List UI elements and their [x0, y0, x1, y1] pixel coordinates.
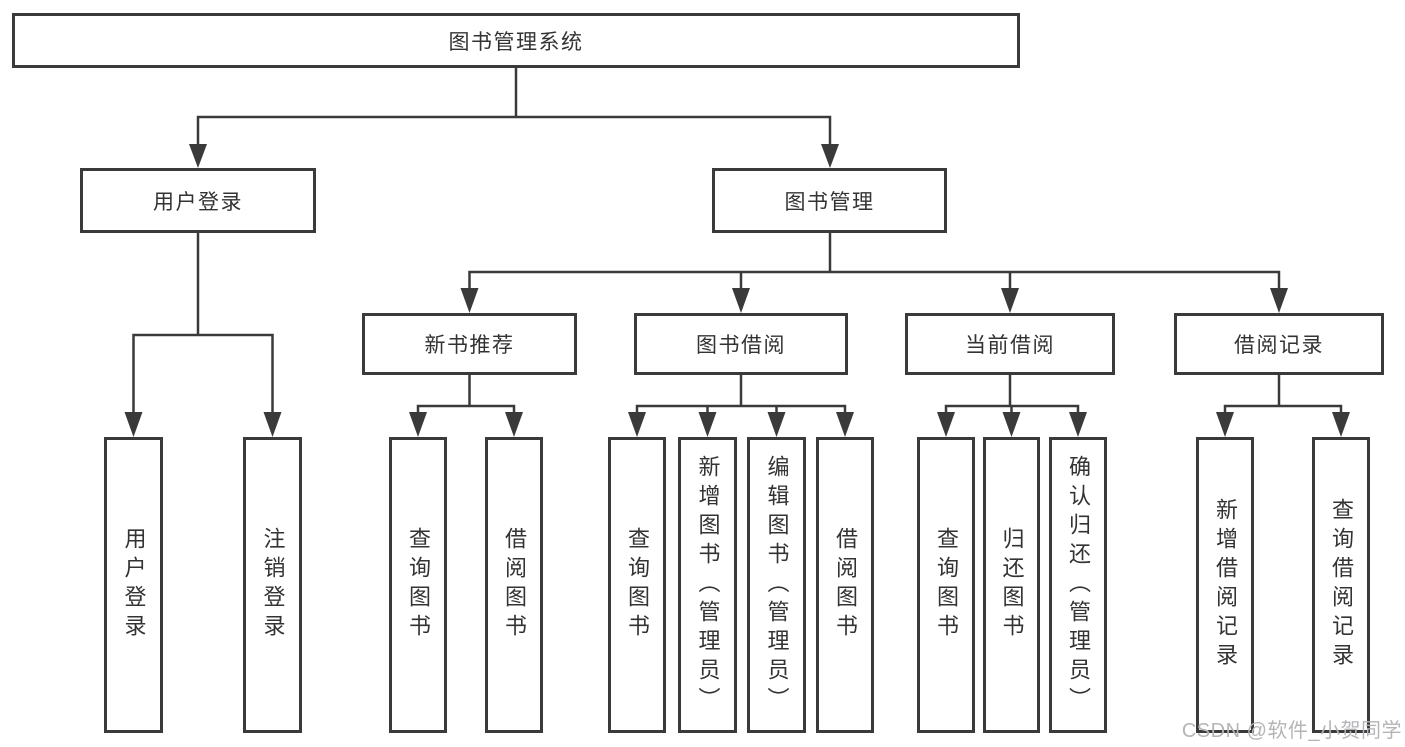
node-label: 当前借阅 [965, 334, 1055, 357]
node-leaf-borrow-book-1: 借阅图书 [485, 437, 543, 733]
node-label: 借阅记录 [1234, 334, 1324, 357]
node-leaf-user-login: 用户登录 [104, 437, 163, 733]
node-leaf-query-book-2: 查询图书 [608, 437, 666, 733]
arrowhead [732, 288, 750, 313]
csdn-watermark: CSDN @软件_小贺同学 [1181, 720, 1402, 742]
node-leaf-query-borrow-record: 查询借阅记录 [1312, 437, 1370, 733]
node-label: 注销登录 [260, 527, 286, 643]
node-section-book-borrow: 图书借阅 [634, 313, 848, 375]
node-label: 用户登录 [153, 190, 243, 214]
node-section-new-book: 新书推荐 [362, 313, 577, 375]
arrowhead [505, 412, 523, 437]
node-root-system: 图书管理系统 [12, 13, 1020, 68]
arrowhead [628, 412, 646, 437]
node-label: 编辑图书（管理员） [764, 454, 790, 716]
node-leaf-logout: 注销登录 [243, 437, 302, 733]
connector-book-borrow-section [635, 373, 847, 416]
arrowheads [124, 144, 1350, 437]
node-label: 新增借阅记录 [1213, 498, 1238, 672]
node-label: 新书推荐 [424, 334, 515, 357]
node-section-current-borrow: 当前借阅 [905, 313, 1115, 375]
node-leaf-query-book-1: 查询图书 [389, 437, 447, 733]
node-leaf-add-book-admin: 新增图书（管理员） [678, 437, 737, 733]
arrowhead [1069, 412, 1087, 437]
node-label: 查询图书 [625, 527, 650, 643]
node-label: 查询图书 [406, 527, 431, 643]
node-label: 图书管理 [784, 190, 875, 214]
node-label: 借阅图书 [833, 527, 858, 643]
arrowhead [821, 144, 839, 168]
node-leaf-edit-book-admin: 编辑图书（管理员） [747, 437, 806, 733]
arrowhead [1332, 412, 1350, 437]
node-leaf-return-book: 归还图书 [983, 437, 1040, 733]
connector-borrow-record-section [1223, 373, 1343, 416]
node-label: 用户登录 [121, 527, 147, 643]
arrowhead [698, 412, 717, 437]
connector-new-book-section [416, 373, 516, 416]
node-label: 归还图书 [999, 527, 1025, 643]
connector-root-to-branches [196, 66, 832, 149]
node-label: 借阅图书 [502, 527, 527, 643]
node-leaf-add-borrow-record: 新增借阅记录 [1196, 437, 1254, 733]
node-root-label: 图书管理系统 [448, 30, 584, 54]
node-book-management-branch: 图书管理 [712, 168, 947, 233]
node-label: 查询借阅记录 [1329, 498, 1354, 672]
arrowhead [409, 412, 427, 437]
connector-user-login-branch [132, 231, 274, 416]
arrowhead [263, 412, 282, 437]
arrowhead [1002, 412, 1021, 437]
node-leaf-query-book-3: 查询图书 [917, 437, 975, 733]
node-label: 新增图书（管理员） [695, 454, 721, 716]
connector-book-management-branch [468, 231, 1281, 292]
arrowhead [1270, 288, 1288, 313]
arrowhead [836, 412, 854, 437]
node-label: 查询图书 [934, 527, 959, 643]
arrowhead [937, 412, 955, 437]
connector-current-borrow-section [944, 373, 1080, 416]
node-leaf-confirm-return-admin: 确认归还（管理员） [1049, 437, 1107, 733]
arrowhead [767, 412, 786, 437]
arrowhead [189, 144, 207, 168]
arrowhead [1216, 412, 1234, 437]
node-section-borrow-record: 借阅记录 [1174, 313, 1384, 375]
arrowhead [1001, 288, 1019, 313]
arrowhead [460, 288, 479, 313]
node-label: 确认归还（管理员） [1066, 454, 1091, 716]
node-label: 图书借阅 [696, 334, 786, 357]
node-leaf-borrow-book-2: 借阅图书 [816, 437, 874, 733]
node-user-login-branch: 用户登录 [80, 168, 316, 233]
arrowhead [124, 412, 143, 437]
